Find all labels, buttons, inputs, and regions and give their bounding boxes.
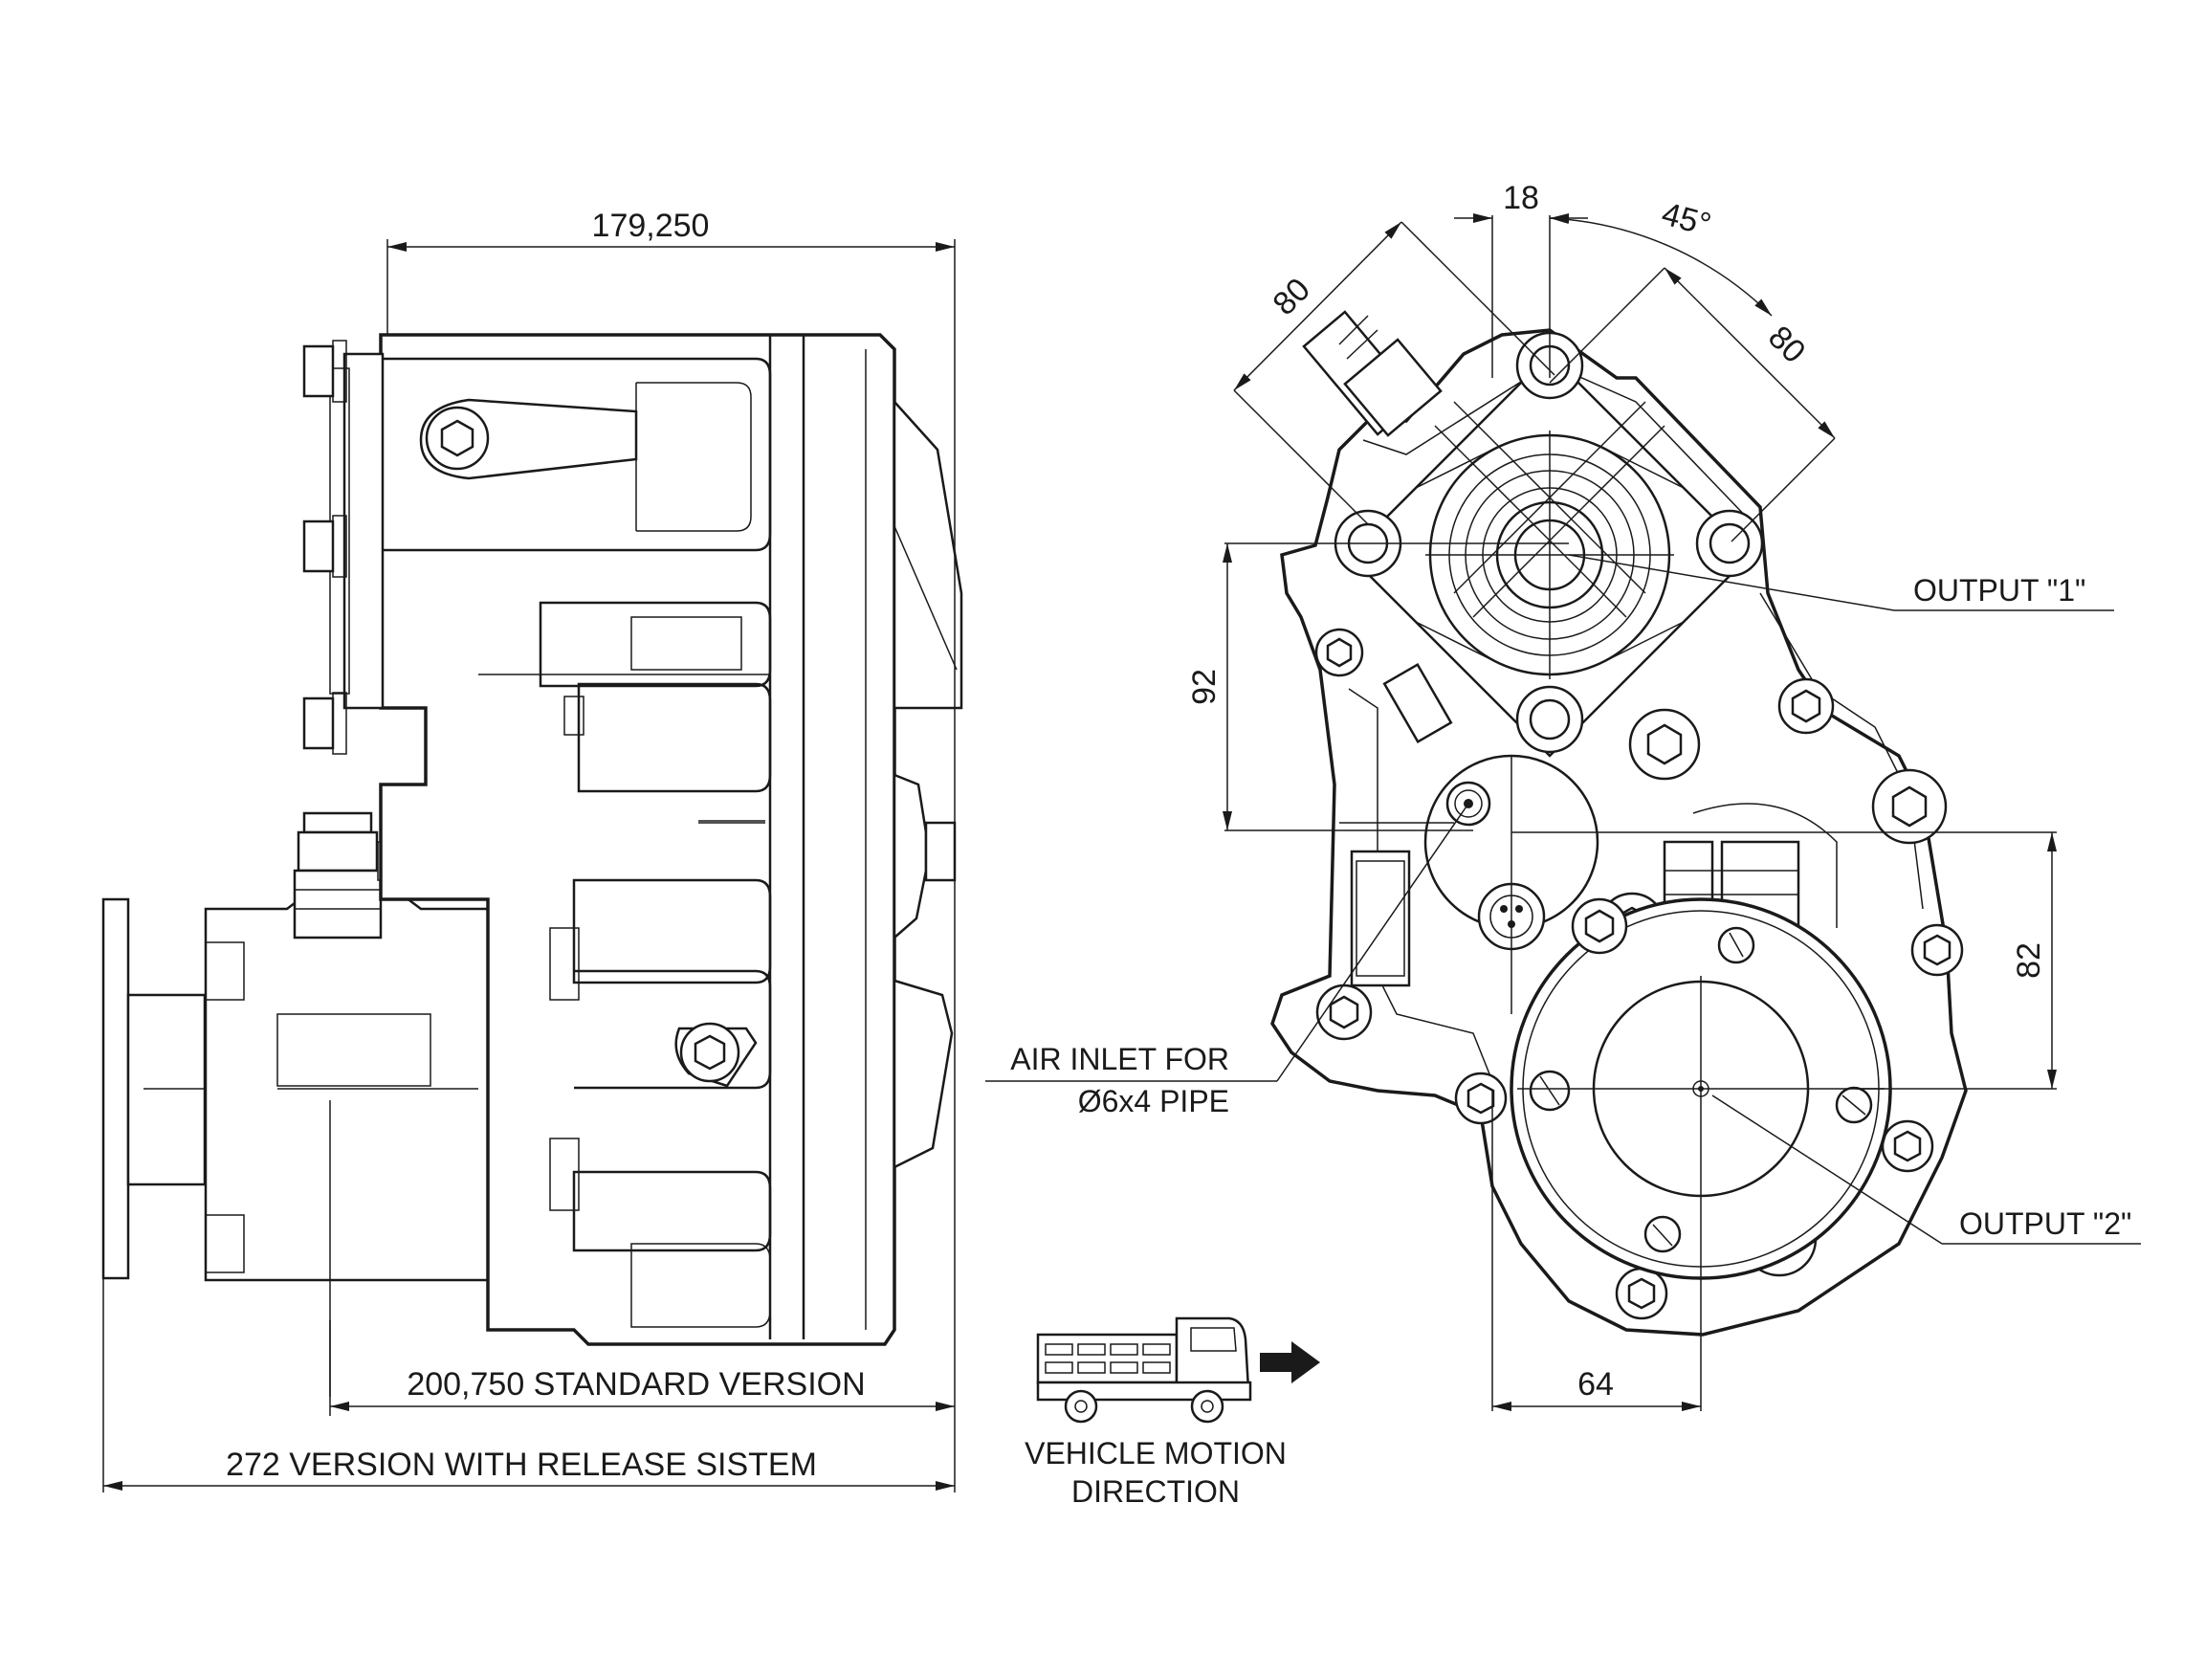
- side-bolts: [302, 340, 347, 755]
- dim-80-right: 80: [1761, 319, 1813, 370]
- upper-hub: [1347, 352, 1753, 758]
- front-dimensions: 18 45° 80 80 92 82 64 OUTPUT "1": [985, 180, 2141, 1411]
- dim-45deg: 45°: [1658, 195, 1715, 243]
- vehicle-motion: VEHICLE MOTION DIRECTION: [1025, 1316, 1320, 1509]
- air-inlet-fitting: [1423, 754, 1599, 1014]
- arrow-right-icon: [1260, 1341, 1320, 1383]
- dim-18: 18: [1503, 180, 1539, 216]
- dim-64: 64: [1577, 1366, 1614, 1403]
- side-view: [101, 333, 963, 1397]
- air-inlet-label-1: AIR INLET FOR: [1010, 1042, 1229, 1076]
- vehicle-label-2: DIRECTION: [1071, 1474, 1240, 1509]
- air-inlet-label-2: Ø6x4 PIPE: [1078, 1084, 1229, 1118]
- dim-release-version: 272 VERSION WITH RELEASE SISTEM: [226, 1447, 817, 1483]
- output-1-label: OUTPUT "1": [1913, 573, 2085, 608]
- dim-standard-version: 200,750 STANDARD VERSION: [407, 1366, 865, 1403]
- dim-179-250: 179,250: [592, 208, 710, 244]
- upper-bolts: [1334, 331, 1764, 754]
- front-view: [1270, 310, 1968, 1337]
- vehicle-label-1: VEHICLE MOTION: [1025, 1436, 1287, 1470]
- dim-92: 92: [1186, 669, 1223, 705]
- truck-icon: [1036, 1316, 1252, 1424]
- side-dimensions: 179,250 200,750 STANDARD VERSION 272 VER…: [102, 208, 956, 1492]
- output-2-label: OUTPUT "2": [1959, 1206, 2131, 1241]
- dim-82: 82: [2011, 942, 2047, 979]
